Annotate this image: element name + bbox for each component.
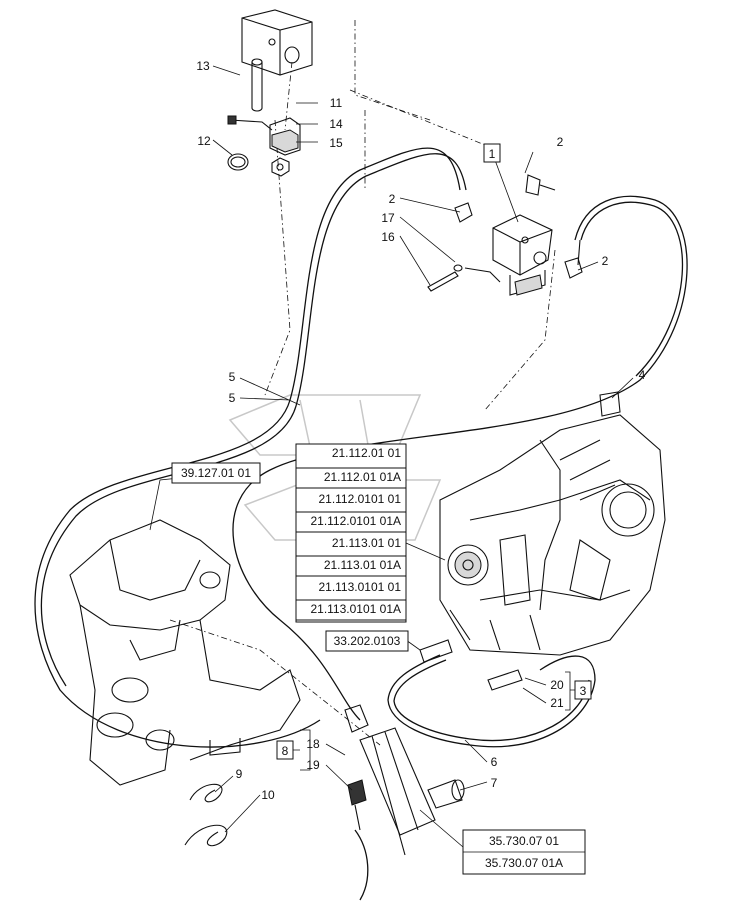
ref-21-113-0101-01a[interactable]: 21.113.0101 01A (310, 602, 401, 616)
callout-10: 10 (261, 788, 275, 802)
callout-21: 21 (550, 696, 564, 710)
callout-11: 11 (330, 96, 343, 110)
top-valve-assembly (227, 9, 313, 177)
callout-13: 13 (196, 59, 210, 73)
callout-17: 17 (381, 211, 395, 225)
callout-2-a: 2 (557, 135, 564, 149)
callout-1: 1 (489, 147, 496, 161)
ref-21-112-01-01a[interactable]: 21.112.01 01A (324, 470, 401, 484)
callout-3: 3 (580, 684, 587, 698)
hose-6 (387, 639, 596, 748)
callout-19: 19 (306, 758, 320, 772)
ref-39-127-01-01[interactable]: 39.127.01 01 (181, 466, 251, 480)
valve-block-assembly (427, 174, 583, 296)
callout-14: 14 (329, 117, 343, 131)
callout-7: 7 (491, 776, 498, 790)
ref-21-112-01-01[interactable]: 21.112.01 01 (332, 446, 402, 460)
callout-5-b: 5 (229, 391, 236, 405)
callout-5-a: 5 (229, 370, 236, 384)
callout-8: 8 (282, 744, 289, 758)
ref-33-202-0103[interactable]: 33.202.0103 (334, 634, 401, 648)
ref-21-112-0101-01a[interactable]: 21.112.0101 01A (310, 514, 401, 528)
callout-12: 12 (197, 134, 211, 148)
callout-2-c: 2 (602, 254, 609, 268)
ref-21-113-01-01[interactable]: 21.113.01 01 (332, 536, 402, 550)
callout-6: 6 (491, 755, 498, 769)
hose-5 (34, 147, 688, 748)
ref-35-730-07-01[interactable]: 35.730.07 01 (489, 834, 559, 848)
callout-4: 4 (639, 368, 646, 382)
ref-group-21: 21.112.01 01 21.112.01 01A 21.112.0101 0… (295, 443, 407, 623)
separator-lines (264, 20, 556, 411)
callout-15: 15 (329, 136, 343, 150)
transmission-housing (439, 391, 666, 656)
axle-frame (69, 519, 381, 786)
ref-35-730-07-01a[interactable]: 35.730.07 01A (485, 856, 563, 870)
ref-21-113-01-01a[interactable]: 21.113.01 01A (324, 558, 401, 572)
callout-9: 9 (236, 767, 243, 781)
ref-21-112-0101-01[interactable]: 21.112.0101 01 (318, 492, 401, 506)
callout-18: 18 (306, 737, 320, 751)
cylinder-assembly (344, 704, 465, 901)
callout-16: 16 (381, 230, 395, 244)
callout-2-b: 2 (389, 192, 396, 206)
ref-21-113-0101-01[interactable]: 21.113.0101 01 (318, 580, 401, 594)
callout-20: 20 (550, 678, 564, 692)
wire-harness (184, 783, 228, 847)
